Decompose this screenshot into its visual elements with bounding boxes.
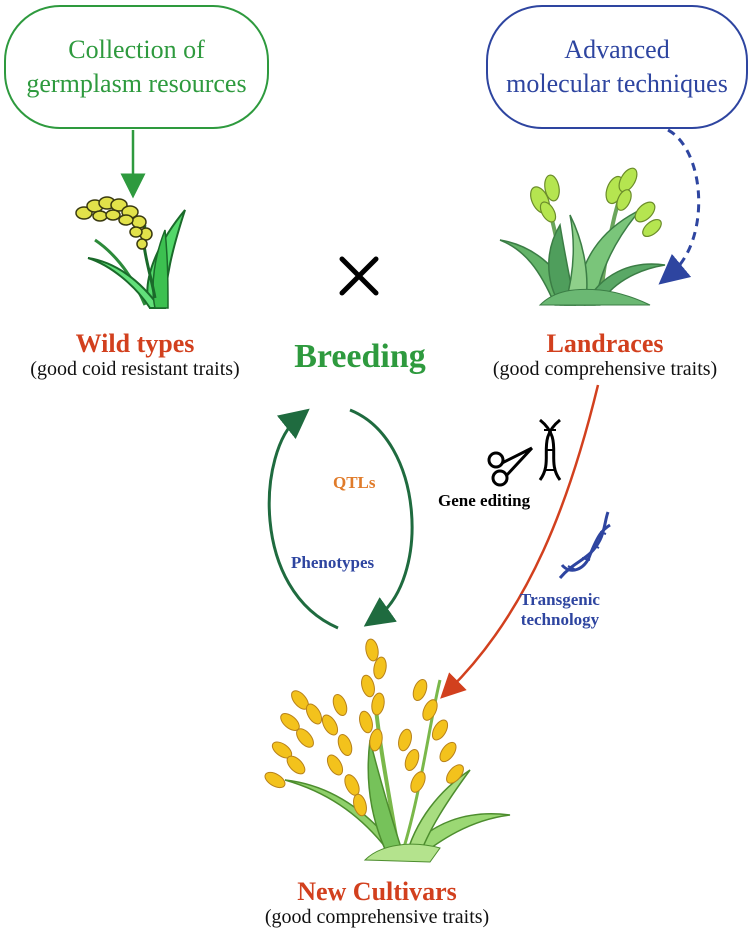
cycle-arc-right bbox=[349, 408, 414, 627]
transgenic-line2: technology bbox=[520, 610, 600, 629]
techniques-box-line1: Advanced bbox=[564, 35, 670, 64]
landraces-title: Landraces bbox=[546, 329, 664, 358]
new-cultivar-rice-plant-icon bbox=[264, 638, 511, 863]
cross-symbol-icon bbox=[339, 256, 379, 296]
cycle-arc-left bbox=[267, 408, 339, 630]
gene-editing-icon bbox=[487, 418, 562, 487]
qtls-label: QTLs bbox=[333, 473, 376, 492]
germplasm-collection-box: Collection of germplasm resources bbox=[4, 5, 269, 129]
transgenic-line1: Transgenic bbox=[520, 590, 600, 609]
molecular-dashed-arrow bbox=[658, 128, 701, 285]
germplasm-box-line2: germplasm resources bbox=[26, 69, 247, 98]
wild-type-plant-icon bbox=[75, 196, 186, 309]
transgenic-label: Transgenic technology bbox=[520, 590, 600, 630]
wild-types-subtitle: (good coid resistant traits) bbox=[30, 358, 240, 380]
landraces-subtitle: (good comprehensive traits) bbox=[492, 358, 718, 380]
molecular-techniques-box: Advanced molecular techniques bbox=[486, 5, 748, 129]
new-cultivars-title: New Cultivars bbox=[297, 877, 457, 906]
techniques-box-line2: molecular techniques bbox=[506, 69, 728, 98]
gene-editing-label: Gene editing bbox=[438, 491, 531, 510]
phenotypes-label: Phenotypes bbox=[291, 553, 375, 572]
wild-types-title: Wild types bbox=[75, 329, 195, 358]
transgenic-dna-icon bbox=[558, 511, 611, 579]
landrace-plant-icon bbox=[499, 167, 666, 306]
landrace-to-cultivar-arrow bbox=[440, 384, 600, 699]
germplasm-box-line1: Collection of bbox=[68, 35, 205, 64]
breeding-title: Breeding bbox=[294, 338, 426, 375]
new-cultivars-subtitle: (good comprehensive traits) bbox=[264, 906, 490, 928]
